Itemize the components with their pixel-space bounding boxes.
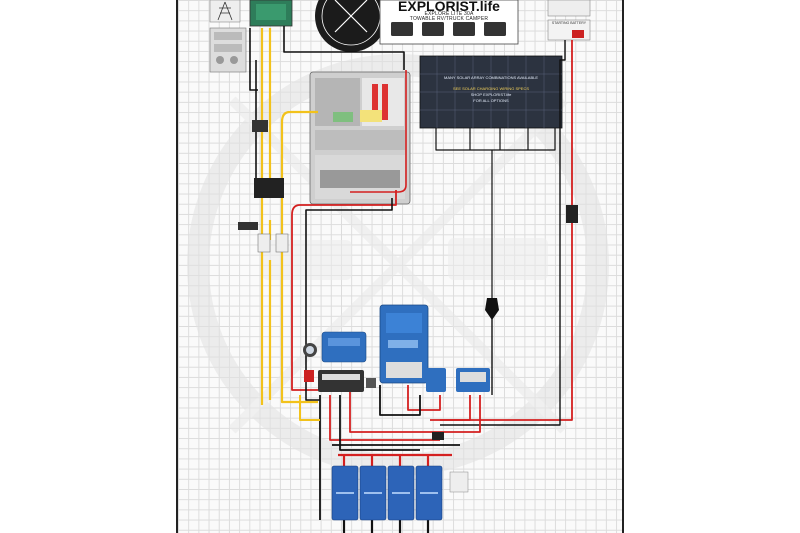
solar-disconnect	[485, 298, 499, 320]
brand-logo	[315, 0, 387, 52]
watermark	[187, 54, 609, 476]
solar-note-line1: MANY SOLAR ARRAY COMBINATIONS AVAILABLE	[443, 75, 539, 80]
model-name: EXPLORE LITE 30A	[424, 11, 474, 17]
wire-runs	[249, 26, 573, 533]
power-tower-icon	[209, 0, 241, 23]
battery-monitor	[303, 343, 317, 357]
shore-power-icon	[249, 0, 293, 27]
starting-battery	[547, 0, 591, 41]
solar-note-line2: SEE SOLAR CHARGING WIRING SPECS	[452, 86, 529, 91]
model-subtitle: TOWABLE RV/TRUCK CAMPER	[409, 16, 489, 22]
solar-charge-controller	[426, 368, 490, 392]
dc-dc-charger	[321, 331, 367, 363]
distribution-panel	[309, 71, 411, 205]
brand-title: EXPLORIST.life	[398, 0, 500, 14]
starting-battery-label: STARTING BATTERY	[551, 21, 587, 25]
ac-breaker-box	[209, 27, 247, 73]
inverter-charger	[379, 304, 429, 384]
solar-note-line4: FOR ALL OPTIONS	[473, 98, 509, 103]
solar-array	[419, 55, 563, 129]
inline-fuse	[432, 205, 578, 440]
busbars	[304, 370, 376, 392]
title-block-icons	[391, 22, 506, 36]
ac-transfer-switch	[238, 120, 289, 253]
battery-bank	[331, 465, 469, 521]
solar-note-line3: SHOP EXPLORIST.life	[470, 92, 512, 97]
title-block-text: EXPLORIST.life EXPLORE LITE 30A TOWABLE …	[380, 0, 518, 44]
